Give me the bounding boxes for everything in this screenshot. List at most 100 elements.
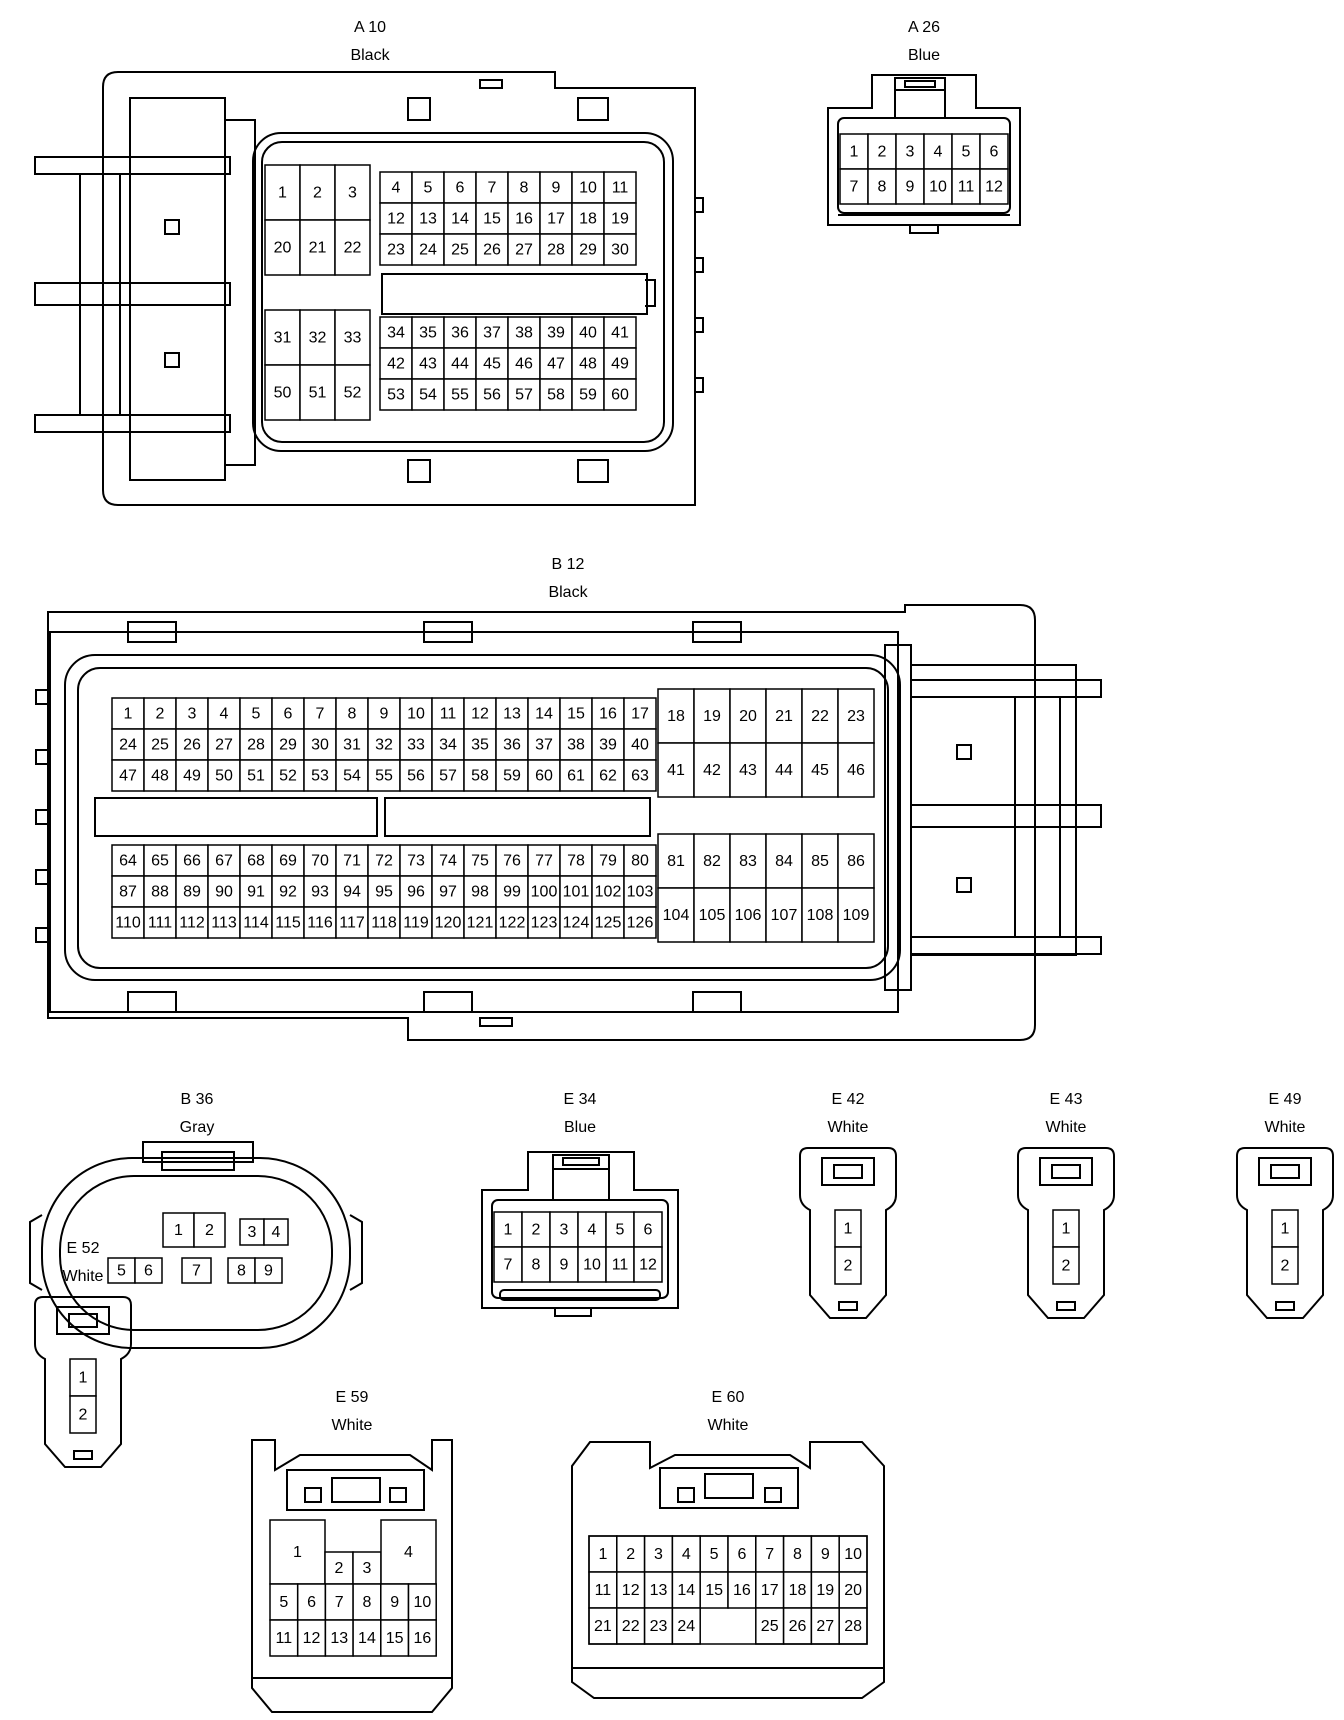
- b12-pin-64-cell: [111, 844, 145, 877]
- e34-color: Blue: [564, 1119, 596, 1136]
- e42-pin-1: 1: [844, 1221, 853, 1238]
- e34-pin-2: 2: [532, 1222, 541, 1239]
- b12-pin-109: 109: [843, 907, 870, 924]
- e59-pin-2: 2: [335, 1560, 344, 1577]
- a10-pin-12: 12: [387, 211, 405, 228]
- b12-pin-85-cell: [801, 833, 839, 889]
- b12-pin-9: 9: [380, 706, 389, 723]
- e59-pin-5: 5: [279, 1594, 288, 1611]
- b12-pin-123: 123: [531, 915, 558, 932]
- e34-pin-6-cell: [633, 1211, 663, 1248]
- e59-pin-15: 15: [386, 1630, 404, 1647]
- e52-pin-1-cell: [69, 1358, 97, 1397]
- b12-pin-104-cell: [657, 887, 695, 943]
- a10-pin-20: 20: [274, 240, 292, 257]
- b12-pin-89-cell: [175, 875, 209, 908]
- b12-pin-13: 13: [503, 706, 521, 723]
- a10-pin-27: 27: [515, 242, 533, 259]
- e42-color: White: [828, 1119, 869, 1136]
- b36-pin-8: 8: [237, 1263, 246, 1280]
- b12-pin-75: 75: [471, 853, 489, 870]
- e34-pin-8: 8: [532, 1257, 541, 1274]
- e42-pin-1-cell: [834, 1209, 862, 1248]
- b12-pin-82: 82: [703, 853, 721, 870]
- a26-pin-6: 6: [990, 144, 999, 161]
- b12-pin-44-cell: [765, 742, 803, 798]
- e43-housing: [1017, 1147, 1115, 1319]
- b12-pin-117-cell: [335, 906, 369, 939]
- b12-pin-120: 120: [435, 915, 462, 932]
- b12-pin-126-cell: [623, 906, 657, 939]
- e59-pin-13: 13: [330, 1630, 348, 1647]
- a10-pin-31-cell: [264, 309, 301, 366]
- b12-pin-79: 79: [599, 853, 617, 870]
- e60-pin-17: 17: [761, 1582, 779, 1599]
- b12-pin-24: 24: [119, 737, 137, 754]
- e59-pin-3-cell: [352, 1551, 382, 1585]
- a10-pin-33: 33: [344, 330, 362, 347]
- b12-pin-6-cell: [271, 697, 305, 730]
- e34-pin-7: 7: [504, 1257, 513, 1274]
- b12-pin-18: 18: [667, 708, 685, 725]
- b12-pin-96: 96: [407, 884, 425, 901]
- b12-pin-70: 70: [311, 853, 329, 870]
- b12-pin-97: 97: [439, 884, 457, 901]
- b36-pin-1-cell: [162, 1212, 195, 1248]
- b12-pin-19: 19: [703, 708, 721, 725]
- e59-pin-9: 9: [390, 1594, 399, 1611]
- b12-pin-59: 59: [503, 768, 521, 785]
- b12-pin-7-cell: [303, 697, 337, 730]
- a10-pin-22: 22: [344, 240, 362, 257]
- e59-housing: [251, 1439, 453, 1713]
- e60-pin-7: 7: [765, 1546, 774, 1563]
- a10-pin-29-cell: [571, 233, 605, 266]
- e60-pin-23-cell: [643, 1607, 674, 1645]
- e60-pin-26: 26: [789, 1618, 807, 1635]
- b12-pin-80-cell: [623, 844, 657, 877]
- b12-pin-122: 122: [499, 915, 526, 932]
- e42-code: E 42: [832, 1091, 865, 1108]
- a26-pin-5: 5: [962, 144, 971, 161]
- b12-pin-67-cell: [207, 844, 241, 877]
- a10-pin-43: 43: [419, 356, 437, 373]
- e34-pin-9: 9: [560, 1257, 569, 1274]
- b12-pin-80: 80: [631, 853, 649, 870]
- b12-pin-118: 118: [371, 915, 397, 932]
- b12-pin-20: 20: [739, 708, 757, 725]
- e60-housing: [571, 1441, 885, 1699]
- e59-pin-3: 3: [363, 1560, 372, 1577]
- b12-pin-42: 42: [703, 762, 721, 779]
- b12-pin-124: 124: [563, 915, 590, 932]
- a10-pin-51: 51: [309, 385, 327, 402]
- b12-pin-115: 115: [275, 915, 301, 932]
- b12-pin-84: 84: [775, 853, 793, 870]
- b12-pin-93-cell: [303, 875, 337, 908]
- b12-pin-36: 36: [503, 737, 521, 754]
- e59-pin-16: 16: [413, 1630, 431, 1647]
- b12-pin-88: 88: [151, 884, 169, 901]
- a10-pin-60: 60: [611, 387, 629, 404]
- b36-pin-5: 5: [117, 1263, 126, 1280]
- b12-pin-21: 21: [775, 708, 793, 725]
- a10-pin-10: 10: [579, 180, 597, 197]
- b12-pin-95: 95: [375, 884, 393, 901]
- b12-pin-87: 87: [119, 884, 137, 901]
- e42-pin-2-cell: [834, 1246, 862, 1285]
- b12-pin-16: 16: [599, 706, 617, 723]
- b12-pin-74: 74: [439, 853, 457, 870]
- a10-color: Black: [350, 47, 390, 64]
- a10-pin-53-cell: [379, 378, 413, 411]
- a10-pin-36: 36: [451, 325, 469, 342]
- b12-pin-55: 55: [375, 768, 393, 785]
- b12-pin-83: 83: [739, 853, 757, 870]
- a10-pin-55: 55: [451, 387, 469, 404]
- b12-pin-90: 90: [215, 884, 233, 901]
- a26-pin-1-cell: [839, 133, 869, 170]
- b12-pin-86-cell: [837, 833, 875, 889]
- b36-pin-6-cell: [134, 1257, 163, 1284]
- e49-pin-2-cell: [1271, 1246, 1299, 1285]
- b12-pin-76: 76: [503, 853, 521, 870]
- a10-pin-16: 16: [515, 211, 533, 228]
- e60-pin-1: 1: [598, 1546, 607, 1563]
